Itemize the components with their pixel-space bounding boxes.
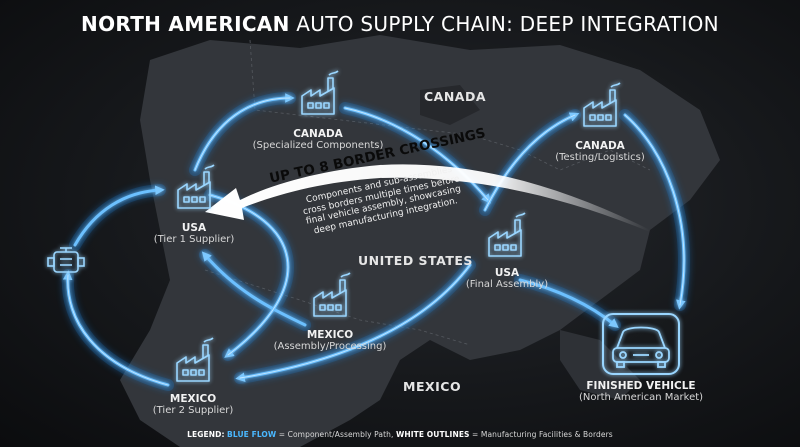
legend-white-outlines-desc: = Manufacturing Facilities & Borders — [472, 430, 613, 439]
region-canada: CANADA — [424, 89, 487, 104]
title-light: AUTO SUPPLY CHAIN: DEEP INTEGRATION — [296, 12, 719, 36]
node-role: (Specialized Components) — [252, 140, 384, 151]
factory-icon-canada-testing — [583, 82, 621, 127]
region-united-states: UNITED STATES — [358, 253, 473, 268]
node-role: (Assembly/Processing) — [273, 341, 387, 352]
node-finished-vehicle: FINISHED VEHICLE (North American Market) — [579, 380, 703, 404]
node-canada-specialized: CANADA (Specialized Components) — [253, 128, 384, 152]
flow-usa-final-to-finished — [518, 278, 619, 328]
node-usa-final: USA (Final Assembly) — [466, 267, 548, 291]
legend: LEGEND: BLUE FLOW = Component/Assembly P… — [0, 430, 800, 439]
node-name: MEXICO — [169, 393, 217, 405]
legend-label: LEGEND: — [187, 430, 225, 439]
node-name: CANADA — [575, 140, 625, 152]
region-mexico: MEXICO — [403, 379, 462, 394]
border-crossings-arrow — [205, 164, 650, 232]
page-title: NORTH AMERICAN AUTO SUPPLY CHAIN: DEEP I… — [0, 12, 800, 36]
node-name: MEXICO — [306, 329, 354, 341]
flow-engine-to-usa-tier1 — [73, 185, 165, 247]
legend-blue-flow-desc: = Component/Assembly Path, — [278, 430, 394, 439]
node-role: (Final Assembly) — [465, 279, 549, 290]
factory-icon-usa-final — [488, 212, 526, 257]
factory-icon-canada-specialized — [301, 70, 339, 115]
node-mexico-assembly: MEXICO (Assembly/Processing) — [274, 329, 387, 353]
factory-icon-mexico-tier2 — [176, 337, 214, 382]
node-name: CANADA — [293, 128, 343, 140]
engine-icon — [47, 247, 85, 273]
flow-paths — [61, 92, 690, 391]
node-role: (North American Market) — [578, 392, 704, 403]
node-usa-tier1: USA (Tier 1 Supplier) — [154, 222, 235, 246]
node-name: FINISHED VEHICLE — [586, 380, 696, 392]
node-role: (Tier 1 Supplier) — [153, 234, 235, 245]
car-icon — [602, 313, 680, 375]
legend-blue-flow: BLUE FLOW — [227, 430, 277, 439]
node-name: USA — [181, 222, 207, 234]
facility-icons — [176, 70, 621, 382]
node-canada-testing: CANADA (Testing/Logistics) — [555, 140, 645, 164]
node-mexico-tier2: MEXICO (Tier 2 Supplier) — [153, 393, 234, 417]
title-bold: NORTH AMERICAN — [81, 12, 290, 36]
node-name: USA — [494, 267, 520, 279]
factory-icon-mexico-assembly — [313, 272, 351, 317]
legend-white-outlines: WHITE OUTLINES — [396, 430, 470, 439]
factory-icon-usa-tier1 — [177, 164, 215, 209]
node-role: (Tier 2 Supplier) — [152, 405, 234, 416]
flow-mexico-assembly-to-usa-tier1 — [201, 251, 307, 327]
node-role: (Testing/Logistics) — [555, 152, 645, 163]
